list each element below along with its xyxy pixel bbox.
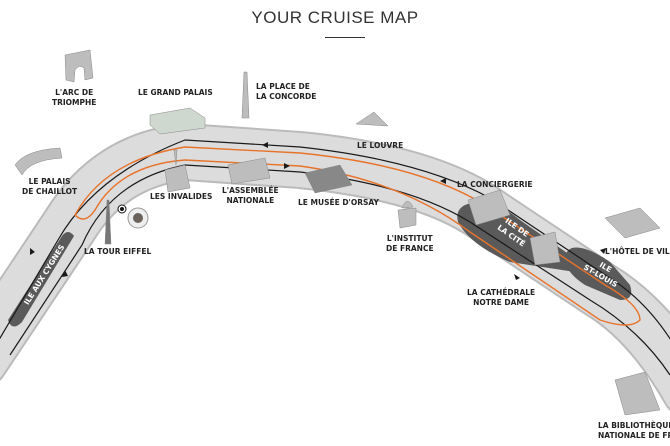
- chaillot-icon: [14, 147, 63, 176]
- ile-st-louis: [565, 247, 632, 300]
- arrow-icon: [440, 178, 446, 184]
- label-hotel-de-ville: L'HÔTEL DE VILLE: [605, 247, 670, 256]
- direction-arrows: [30, 142, 606, 280]
- conciergerie-icon: [467, 189, 511, 226]
- eiffel-tower-icon: [104, 199, 112, 245]
- arrow-icon: [514, 274, 520, 280]
- assemblee-icon: [227, 157, 271, 185]
- label-conciergerie: LA CONCIERGERIE: [457, 180, 533, 189]
- start-point-icon: [120, 207, 124, 211]
- institut-icon: [397, 201, 417, 229]
- invalides-icon: [164, 149, 191, 193]
- route-orange-loop: [74, 146, 641, 326]
- orsay-icon: [304, 164, 353, 194]
- label-orsay: LE MUSÉE D'ORSAY: [298, 198, 379, 207]
- boat-company-logo: [133, 213, 143, 223]
- obelisk-icon: [241, 71, 250, 119]
- page-title: YOUR CRUISE MAP: [251, 8, 419, 27]
- start-point: [117, 204, 149, 229]
- route-outer-south: [9, 164, 670, 376]
- label-louvre: LE LOUVRE: [357, 141, 404, 150]
- hotel-de-ville-icon: [604, 207, 661, 239]
- arrow-icon: [62, 270, 68, 277]
- cruise-route: [0, 139, 670, 376]
- arrow-icon: [262, 142, 268, 148]
- notre-dame-icon: [529, 231, 561, 266]
- pyramid-icon: [355, 111, 389, 127]
- title-divider: [325, 37, 365, 38]
- label-tour-eiffel: LA TOUR EIFFEL: [84, 247, 152, 256]
- arc-de-triomphe-icon: [64, 49, 94, 83]
- label-invalides: LES INVALIDES: [150, 192, 213, 201]
- route-outer-north: [0, 139, 670, 340]
- arrow-icon: [600, 248, 606, 254]
- grand-palais-icon: [149, 107, 206, 135]
- landmark-icons: [14, 49, 661, 416]
- label-grand-palais: LE GRAND PALAIS: [138, 88, 213, 97]
- ile-aux-cygnes: [8, 232, 74, 327]
- arrow-icon: [30, 248, 35, 255]
- arrow-icon: [284, 163, 290, 169]
- library-icon: [614, 371, 661, 416]
